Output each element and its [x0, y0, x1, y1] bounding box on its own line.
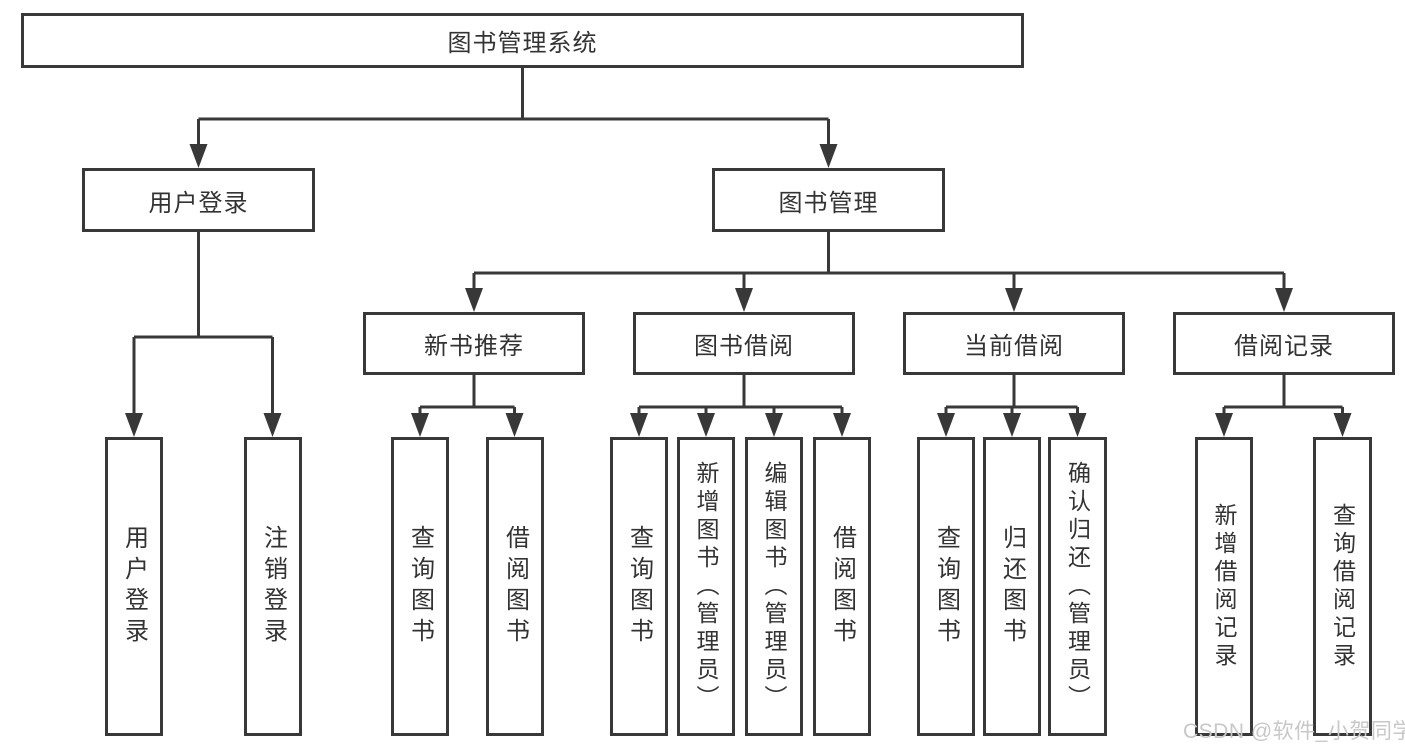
arrowheads-root-split [189, 144, 838, 168]
node-leaf-borrow-books-recommend: 借阅图书 [486, 437, 544, 736]
node-leaf-user-login: 用户登录 [105, 437, 163, 736]
node-leaf-query-borrow-record: 查询借阅记录 [1313, 437, 1372, 736]
leaf-label: 查询图书 [406, 524, 434, 649]
node-leaf-confirm-return-admin: 确认归还（管理员） [1048, 437, 1107, 736]
leaf-label: 注销登录 [259, 524, 287, 649]
leaf-label: 新增借阅记录 [1211, 502, 1237, 671]
leaf-label: 新增图书（管理员） [693, 460, 719, 713]
connector-book-borrow-split [637, 375, 844, 419]
node-leaf-return-books: 归还图书 [983, 437, 1041, 736]
leaf-label: 查询借阅记录 [1329, 502, 1356, 671]
node-leaf-query-books-borrow: 查询图书 [610, 437, 668, 736]
arrowheads-user-login-split [125, 413, 282, 437]
connector-root-split [197, 68, 830, 150]
node-new-book-recommendation: 新书推荐 [363, 312, 585, 375]
node-leaf-query-books-current: 查询图书 [917, 437, 975, 736]
connector-new-book-split [418, 375, 516, 419]
csdn-watermark: CSDN @软件_小贺同学 [1183, 720, 1405, 743]
leaf-label: 借阅图书 [501, 524, 529, 649]
leaf-label: 归还图书 [998, 524, 1026, 649]
leaf-label: 编辑图书（管理员） [761, 460, 787, 713]
leaf-label: 确认归还（管理员） [1064, 460, 1091, 713]
arrowheads-book-management-split [465, 288, 1293, 312]
node-library-management-system: 图书管理系统 [21, 13, 1024, 68]
node-borrowing-records: 借阅记录 [1173, 312, 1395, 375]
node-leaf-logout: 注销登录 [244, 437, 302, 736]
node-leaf-add-book-admin: 新增图书（管理员） [677, 437, 735, 736]
arrowheads-borrow-records-split [1215, 413, 1352, 437]
node-book-borrowing: 图书借阅 [633, 312, 855, 375]
node-leaf-add-borrow-record: 新增借阅记录 [1195, 437, 1253, 736]
arrowheads-book-borrow-split [630, 413, 851, 437]
node-current-borrowing: 当前借阅 [903, 312, 1125, 375]
leaf-label: 查询图书 [932, 524, 960, 649]
arrowheads-new-book-split [411, 413, 524, 437]
node-book-management: 图书管理 [712, 168, 945, 232]
node-leaf-borrow-books: 借阅图书 [813, 437, 871, 736]
connector-current-borrow-split [944, 375, 1079, 419]
connector-user-login-split [132, 232, 274, 419]
node-leaf-query-books-recommend: 查询图书 [391, 437, 449, 736]
leaf-label: 用户登录 [120, 524, 148, 649]
connector-book-management-split [472, 232, 1286, 294]
arrowheads-current-borrow-split [937, 413, 1087, 437]
connector-borrow-records-split [1222, 375, 1344, 419]
node-user-login: 用户登录 [82, 168, 315, 232]
leaf-label: 查询图书 [625, 524, 653, 649]
node-leaf-edit-book-admin: 编辑图书（管理员） [745, 437, 803, 736]
leaf-label: 借阅图书 [828, 524, 856, 649]
